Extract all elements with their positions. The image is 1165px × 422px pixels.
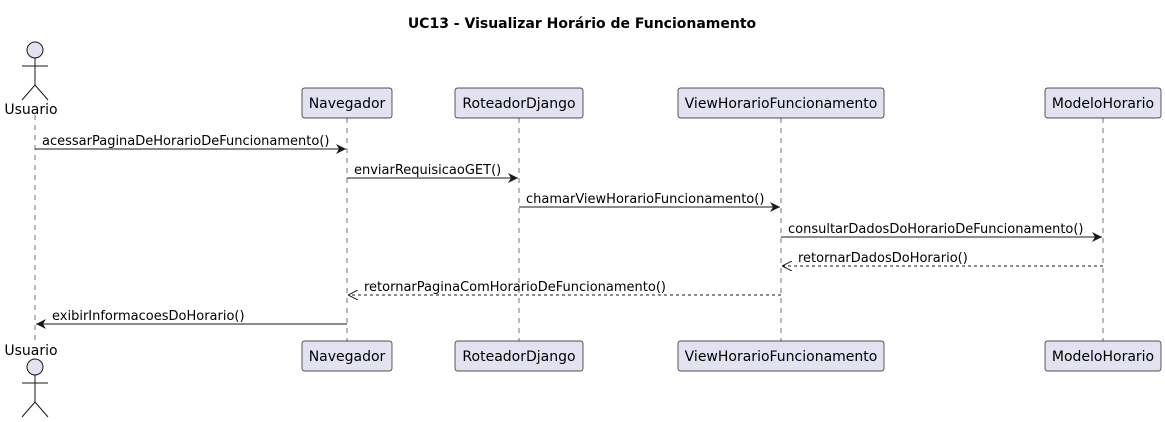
participant-label-top: Usuario [4,102,57,118]
participant-box-roteador-bottom: RoteadorDjango [454,340,584,372]
participant-label: ViewHorarioFuncionamento [685,349,878,365]
participant-label: ViewHorarioFuncionamento [685,96,878,112]
participants-layer: UsuarioUsuarioNavegadorNavegadorRoteador… [4,41,1162,418]
participant-box-modelo-bottom: ModeloHorario [1044,340,1162,372]
participant-label: ModeloHorario [1052,349,1154,365]
message-3: chamarViewHorarioFuncionamento() [519,192,780,212]
message-1: acessarPaginaDeHorarioDeFuncionamento() [35,134,346,154]
message-label: chamarViewHorarioFuncionamento() [526,192,764,207]
message-5: retornarDadosDoHorario() [782,251,1103,266]
message-7: exibirInformacoesDoHorario() [36,309,347,329]
message-label: consultarDadosDoHorarioDeFuncionamento() [788,222,1084,237]
participant-box-roteador-top: RoteadorDjango [454,87,584,119]
participant-label: Navegador [309,96,386,112]
participant-label: RoteadorDjango [462,349,575,365]
lifelines-layer [34,115,1104,344]
participant-box-navegador-top: Navegador [301,87,393,119]
actor-icon [21,358,49,418]
participant-box-modelo-top: ModeloHorario [1044,87,1162,119]
participant-box-view-bottom: ViewHorarioFuncionamento [677,340,885,372]
message-label: retornarPaginaComHorarioDeFuncionamento(… [364,280,666,295]
diagram-title: UC13 - Visualizar Horário de Funcionamen… [408,16,757,32]
participant-box-view-top: ViewHorarioFuncionamento [677,87,885,119]
participant-label: Navegador [309,349,386,365]
message-6: retornarPaginaComHorarioDeFuncionamento(… [348,280,781,295]
participant-label-bottom: Usuario [4,343,57,359]
actor-icon [21,41,49,101]
participant-label: RoteadorDjango [462,96,575,112]
message-2: enviarRequisicaoGET() [347,163,518,183]
message-label: retornarDadosDoHorario() [798,251,968,266]
message-label: acessarPaginaDeHorarioDeFuncionamento() [42,134,330,149]
participant-box-navegador-bottom: Navegador [301,340,393,372]
participant-label: ModeloHorario [1052,96,1154,112]
message-label: exibirInformacoesDoHorario() [52,309,245,324]
message-4: consultarDadosDoHorarioDeFuncionamento() [781,222,1102,242]
message-label: enviarRequisicaoGET() [354,163,501,178]
messages-layer: acessarPaginaDeHorarioDeFuncionamento() e… [35,134,1103,329]
